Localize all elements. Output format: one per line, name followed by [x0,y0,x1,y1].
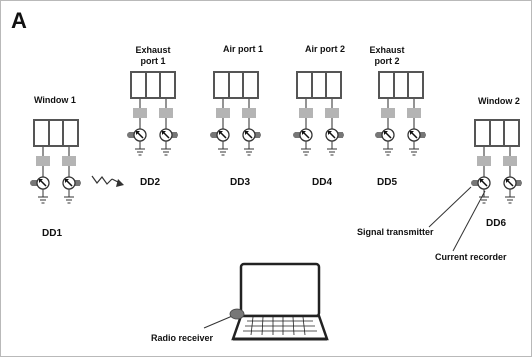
laptop-keyboard [231,314,329,341]
filter-box-right [325,108,339,118]
sampling-station-dd1 [30,119,81,204]
filter-box-right [503,156,517,166]
signal-transmitter-label: Signal transmitter [357,227,434,237]
exhaust-port-1-title: Exhaust port 1 [133,45,173,67]
sampling-station-dd3 [210,71,261,156]
window-1-title: Window 1 [34,95,76,105]
station-id-dd1: DD1 [42,228,63,239]
air-port-2-title: Air port 2 [305,44,346,54]
air-port-1-title: Air port 1 [223,44,264,54]
sampling-station-dd2 [127,71,178,156]
current-recorder-label: Current recorder [435,252,507,262]
radio-receiver-label: Radio receiver [151,333,214,343]
current-recorder-pointer [452,190,486,252]
station-id-dd2: DD2 [140,177,161,188]
signal-transmitter-pointer [428,186,472,228]
chamber-box [130,71,176,99]
filter-box-right [62,156,76,166]
laptop-screen [239,262,321,318]
filter-box-right [159,108,173,118]
signal-transmitter-tip-right [338,132,344,138]
exhaust-port-2-title-line2: port 2 [374,56,400,66]
signal-transmitter-tip-left [293,132,299,138]
radio-receiver-dongle [229,308,245,320]
station-id-dd6: DD6 [486,218,507,229]
exhaust-port-2-title-line1: Exhaust [369,45,405,55]
exhaust-port-1-title-line2: port 1 [140,56,166,66]
filter-box-left [133,108,147,118]
chamber-box [296,71,342,99]
filter-box-left [36,156,50,166]
signal-transmitter-tip-left [375,132,381,138]
laptop [231,262,329,341]
sampling-station-dd4 [293,71,344,156]
exhaust-port-2-title: Exhaust port 2 [367,45,407,67]
station-id-dd3: DD3 [230,177,251,188]
filter-box-left [299,108,313,118]
chamber-box [33,119,79,147]
signal-transmitter-tip-left [30,180,36,186]
station-id-dd4: DD4 [312,177,333,188]
sampling-station-dd6 [471,119,522,204]
signal-transmitter-tip-left [471,180,477,186]
filter-box-left [216,108,230,118]
signal-transmitter-tip-right [75,180,81,186]
filter-box-left [381,108,395,118]
chamber-box [213,71,259,99]
filter-box-right [407,108,421,118]
signal-transmitter-tip-right [172,132,178,138]
signal-transmitter-tip-right [255,132,261,138]
radio-signal-wave [91,175,113,185]
signal-transmitter-tip-right [516,180,522,186]
chamber-box [378,71,424,99]
exhaust-port-1-title-line1: Exhaust [135,45,171,55]
signal-transmitter-tip-left [210,132,216,138]
signal-transmitter-tip-right [420,132,426,138]
station-id-dd5: DD5 [377,177,398,188]
filter-box-left [477,156,491,166]
signal-transmitter-tip-left [127,132,133,138]
window-2-title: Window 2 [478,96,520,106]
chamber-box [474,119,520,147]
filter-box-right [242,108,256,118]
panel-label: A [11,8,27,33]
sampling-station-dd5 [375,71,426,156]
